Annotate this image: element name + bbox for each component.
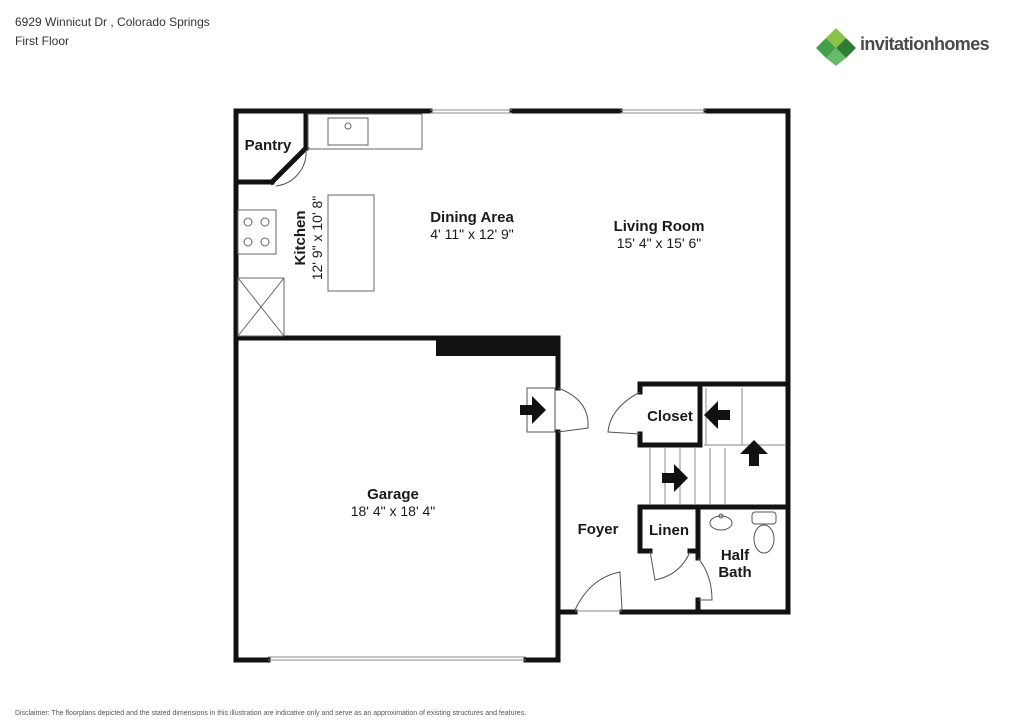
brand-logo: invitationhomes — [816, 26, 1006, 66]
room-label-garage: Garage — [367, 486, 419, 503]
disclaimer-text: Disclaimer: The floorplans depicted and … — [15, 710, 527, 717]
brand-name: invitationhomes — [860, 34, 990, 54]
property-address: 6929 Winnicut Dr , Colorado Springs — [15, 15, 210, 29]
room-label-foyer: Foyer — [578, 521, 619, 538]
room-dims-living: 15' 4" x 15' 6" — [617, 235, 702, 251]
floor-label: First Floor — [15, 34, 69, 48]
room-label-dining: Dining Area — [430, 209, 514, 226]
room-label-half-bath-line1: Half — [721, 547, 750, 564]
room-label-living: Living Room — [614, 218, 705, 235]
room-dims-garage: 18' 4" x 18' 4" — [351, 503, 436, 519]
room-label-pantry: Pantry — [245, 137, 292, 154]
arrow-left-icon — [704, 401, 730, 429]
room-dims-dining: 4' 11" x 12' 9" — [430, 226, 514, 242]
stair-arrows — [520, 396, 768, 492]
arrow-up-icon — [740, 440, 768, 466]
arrow-right-icon — [520, 396, 546, 424]
brand-mark-icon — [816, 28, 856, 66]
room-label-half-bath-line2: Bath — [718, 564, 751, 581]
room-label-kitchen: Kitchen — [292, 210, 309, 265]
room-label-linen: Linen — [649, 522, 689, 539]
room-dims-kitchen: 12' 9" x 10' 8" — [309, 196, 325, 281]
room-label-closet: Closet — [647, 408, 693, 425]
arrow-right-icon — [662, 464, 688, 492]
